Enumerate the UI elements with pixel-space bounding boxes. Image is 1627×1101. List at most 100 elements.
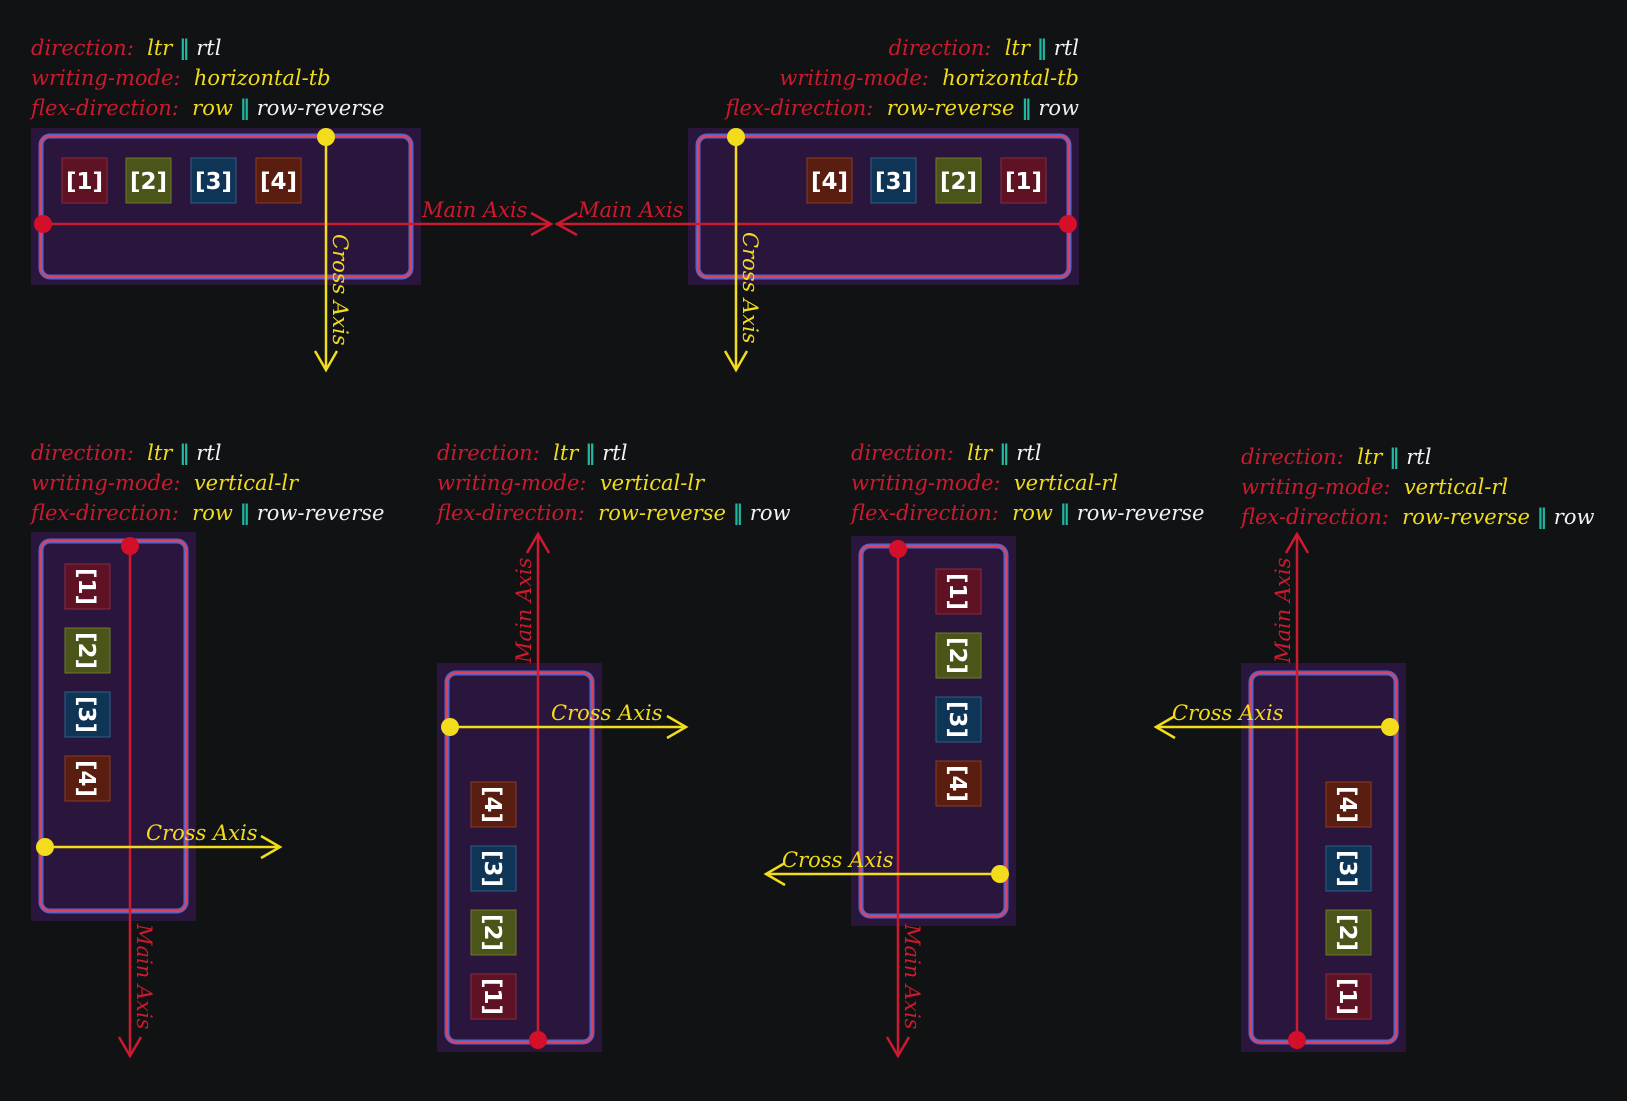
cross-axis: Cross Axis — [1153, 701, 1399, 740]
writing-mode-row: writing-mode: vertical-lr — [437, 468, 790, 498]
flex-direction-value-inactive: row — [1553, 505, 1595, 529]
writing-mode-row: writing-mode: vertical-rl — [1241, 472, 1594, 502]
direction-label: direction: — [851, 441, 954, 465]
writing-mode-row: writing-mode: vertical-lr — [31, 468, 384, 498]
flex-item-label: [4] — [944, 765, 970, 802]
flex-direction-value-inactive: row-reverse — [1076, 501, 1205, 525]
cross-axis-label: Cross Axis — [1172, 701, 1284, 725]
flex-item-1: [1] — [1325, 973, 1372, 1020]
flex-item-label: [1] — [66, 169, 103, 195]
flex-item-2: [2] — [935, 157, 982, 204]
cross-axis: Cross Axis — [441, 701, 689, 740]
separator: ‖ — [1036, 35, 1048, 60]
direction-value-active: ltr — [147, 36, 173, 60]
container-border-inner — [860, 545, 1007, 917]
flex-direction-row: flex-direction: row-reverse ‖ row — [437, 498, 790, 528]
direction-value-inactive: rtl — [196, 36, 222, 60]
flex-direction-value-inactive: row — [749, 501, 791, 525]
direction-row: direction: ltr ‖ rtl — [31, 33, 384, 63]
cross-axis-label: Cross Axis — [782, 848, 894, 872]
flex-item-1: [1] — [935, 568, 982, 615]
direction-value-inactive: rtl — [1406, 445, 1432, 469]
diagram-6: [4] [3] [2] [1] Main Axis Cross Axis — [1153, 531, 1406, 1052]
main-axis-start-dot — [1288, 1031, 1306, 1049]
writing-mode-label: writing-mode: — [851, 471, 1001, 495]
flex-direction-row: flex-direction: row-reverse ‖ row — [726, 93, 1079, 123]
flex-item-3: [3] — [1325, 845, 1372, 892]
flex-item-4: [4] — [935, 760, 982, 807]
flex-item-label: [2] — [130, 169, 167, 195]
flex-item-label: [1] — [1334, 978, 1360, 1015]
direction-value-inactive: rtl — [1016, 441, 1042, 465]
cross-axis-start-dot — [727, 128, 745, 146]
main-axis-start-dot — [529, 1031, 547, 1049]
cross-axis: Cross Axis — [763, 848, 1009, 887]
writing-mode-row: writing-mode: horizontal-tb — [726, 63, 1079, 93]
flex-item-label: [2] — [479, 914, 505, 951]
main-axis-label: Main Axis — [577, 198, 684, 222]
flex-item-2: [2] — [935, 632, 982, 679]
direction-value-active: ltr — [967, 441, 993, 465]
direction-value-inactive: rtl — [1053, 36, 1079, 60]
writing-mode-value: horizontal-tb — [942, 66, 1079, 90]
main-axis-label: Main Axis — [512, 557, 536, 664]
flex-item-4: [4] — [470, 781, 517, 828]
flex-direction-label: flex-direction: — [851, 501, 999, 525]
main-axis-start-dot — [121, 537, 139, 555]
container-border-inner — [1250, 672, 1397, 1043]
container-background — [31, 532, 196, 921]
flex-direction-value-active: row — [1012, 501, 1053, 525]
flex-item-4: [4] — [64, 755, 111, 802]
writing-mode-value: vertical-lr — [599, 471, 705, 495]
container-background — [688, 128, 1079, 285]
diagram-1: [1] [2] [3] [4] Main Axis Cross Axis — [31, 128, 554, 373]
diagram-2: [4] [3] [2] [1] Main Axis Cross Axis — [554, 128, 1079, 373]
direction-value-active: ltr — [1357, 445, 1383, 469]
main-axis-start-dot — [889, 540, 907, 558]
container-background — [31, 128, 421, 285]
main-axis-label: Main Axis — [1271, 557, 1295, 664]
separator: ‖ — [239, 500, 251, 525]
flex-item-label: [1] — [73, 568, 99, 605]
cross-axis-start-dot — [1381, 718, 1399, 736]
main-axis: Main Axis — [512, 531, 551, 1049]
separator: ‖ — [999, 440, 1010, 465]
direction-value-inactive: rtl — [196, 441, 222, 465]
direction-row: direction: ltr ‖ rtl — [31, 438, 384, 468]
flex-direction-value-active: row-reverse — [1402, 505, 1530, 529]
flex-item-label: [1] — [944, 573, 970, 610]
main-axis: Main Axis — [1271, 531, 1310, 1049]
direction-value-inactive: rtl — [602, 441, 628, 465]
main-axis-label: Main Axis — [900, 923, 924, 1030]
legend-5: direction: ltr ‖ rtl writing-mode: verti… — [851, 438, 1204, 528]
flex-item-label: [2] — [944, 637, 970, 674]
flex-direction-row: flex-direction: row-reverse ‖ row — [1241, 502, 1594, 532]
cross-axis: Cross Axis — [313, 128, 352, 373]
flex-item-label: [3] — [944, 701, 970, 738]
flex-direction-value-active: row-reverse — [886, 96, 1015, 120]
flex-item-label: [3] — [875, 169, 912, 195]
flex-item-2: [2] — [64, 627, 111, 674]
flex-item-1: [1] — [1000, 157, 1047, 204]
cross-axis: Cross Axis — [36, 821, 283, 860]
cross-axis-label: Cross Axis — [328, 234, 352, 346]
flex-item-label: [2] — [73, 632, 99, 669]
writing-mode-row: writing-mode: horizontal-tb — [31, 63, 384, 93]
flex-item-3: [3] — [935, 696, 982, 743]
writing-mode-label: writing-mode: — [1241, 475, 1391, 499]
flex-item-1: [1] — [470, 973, 517, 1020]
flex-direction-value-inactive: row-reverse — [256, 96, 385, 120]
main-axis-start-dot — [1059, 215, 1077, 233]
flex-direction-label: flex-direction: — [437, 501, 585, 525]
flex-item-4: [4] — [255, 157, 302, 204]
main-axis-start-dot — [34, 215, 52, 233]
legend-3: direction: ltr ‖ rtl writing-mode: verti… — [31, 438, 384, 528]
flex-direction-value-inactive: row — [1038, 96, 1079, 120]
writing-mode-label: writing-mode: — [437, 471, 587, 495]
main-axis: Main Axis — [885, 540, 924, 1059]
flex-item-label: [2] — [1334, 914, 1360, 951]
flex-direction-label: flex-direction: — [725, 96, 874, 120]
flex-item-label: [1] — [479, 978, 505, 1015]
separator: ‖ — [585, 440, 596, 465]
flex-item-label: [3] — [73, 696, 99, 733]
